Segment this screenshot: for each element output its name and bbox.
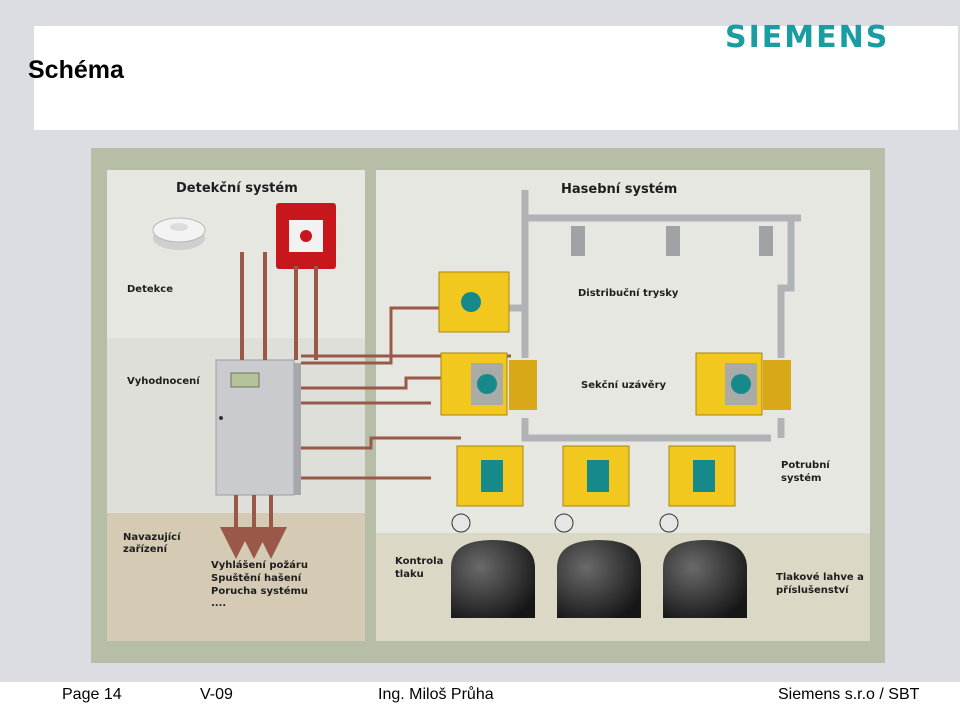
slide-header	[34, 26, 958, 130]
label-tlakove-1: Tlakové lahve a	[776, 571, 864, 583]
cylinder-valve-3	[668, 445, 736, 507]
label-potrubni-1: Potrubní	[781, 459, 830, 471]
label-dots: ....	[211, 598, 226, 609]
cylinder-valve-1	[456, 445, 524, 507]
extinguishing-title: Hasební systém	[561, 182, 677, 197]
manual-call-point-icon	[276, 203, 336, 269]
control-panel-icon	[215, 359, 301, 496]
company: Siemens s.r.o / SBT	[778, 686, 920, 703]
label-spusteni: Spuštění hašení	[211, 572, 302, 584]
siemens-logo: SIEMENS	[725, 20, 890, 55]
smoke-detector-icon	[152, 217, 206, 250]
label-navazujici-1: Navazující	[123, 531, 181, 543]
label-potrubni-2: systém	[781, 472, 821, 484]
author: Ing. Miloš Průha	[378, 686, 494, 703]
section-valve-2	[695, 352, 791, 416]
label-vyhodnoceni: Vyhodnocení	[127, 375, 200, 387]
diagram-frame: Detekční systém Hasební systém	[91, 148, 885, 663]
pilot-actuator	[438, 271, 510, 333]
distribution-pipes	[506, 190, 801, 442]
pressure-gauges	[451, 513, 679, 533]
version: V-09	[200, 686, 233, 703]
slide-footer	[0, 682, 960, 716]
section-valve-1	[440, 352, 537, 416]
label-kontrola-1: Kontrola	[395, 556, 443, 567]
label-porucha: Porucha systému	[211, 585, 308, 597]
gas-cylinders	[451, 540, 747, 618]
label-sekcni: Sekční uzávěry	[581, 379, 667, 391]
label-navazujici-2: zařízení	[123, 543, 168, 555]
fire-system-diagram: Detekční systém Hasební systém	[107, 170, 870, 641]
label-distribucni: Distribuční trysky	[578, 287, 679, 299]
cylinder-valve-2	[562, 445, 630, 507]
label-vyhlaseni: Vyhlášení požáru	[211, 559, 308, 571]
page-number: Page 14	[62, 686, 122, 703]
label-tlakove-2: příslušenství	[776, 584, 849, 596]
output-arrows	[220, 495, 287, 559]
label-kontrola-2: tlaku	[395, 569, 424, 580]
label-detekce: Detekce	[127, 284, 173, 295]
detection-wires	[240, 252, 318, 360]
detection-title: Detekční systém	[176, 181, 298, 196]
page-title: Schéma	[28, 56, 124, 84]
nozzle-icons	[571, 226, 773, 256]
